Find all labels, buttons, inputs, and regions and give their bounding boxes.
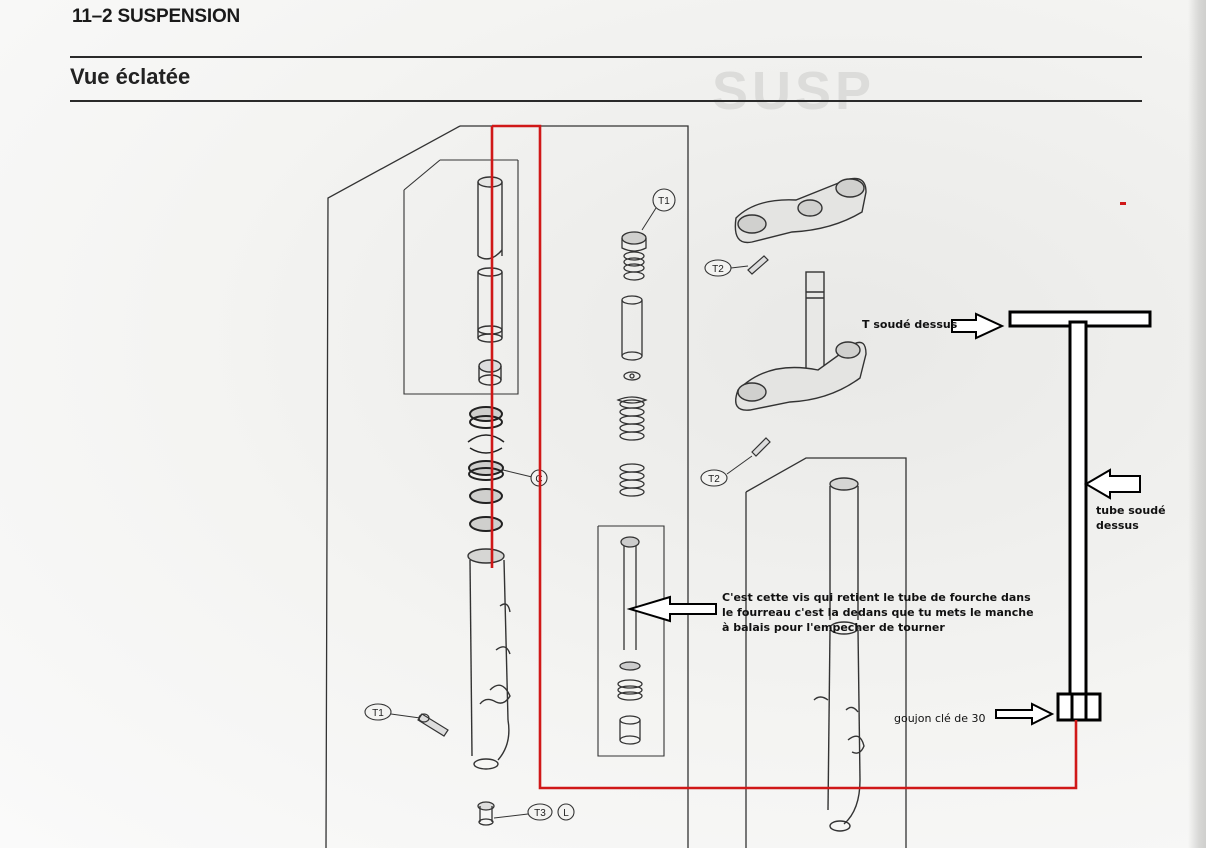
t1-spring-label-circle xyxy=(652,188,676,212)
screw-note-line-3: à balais pour l'empecher de tourner xyxy=(722,621,945,634)
damper-rod xyxy=(617,536,643,745)
page-edge-shadow xyxy=(1188,0,1206,848)
t1-lower-label-oval xyxy=(364,703,392,721)
damper-rod-box xyxy=(597,525,665,757)
screw-note-line-2: le fourreau c'est la dedans que tu mets … xyxy=(722,606,1034,619)
t3-label-oval xyxy=(527,803,553,821)
t1-lower-label: T1 xyxy=(372,708,384,719)
l-label-circle xyxy=(557,803,575,821)
fork-outer-slider-right xyxy=(813,477,865,832)
t-welded-annotation: T soudé dessus xyxy=(862,318,958,331)
arrow-stud xyxy=(995,702,1055,726)
header-rule-top xyxy=(70,56,1142,58)
stud-annotation: goujon clé de 30 xyxy=(894,712,986,725)
damper-parts-column xyxy=(616,231,648,497)
screw-note-line-1: C'est cette vis qui retient le tube de f… xyxy=(722,591,1031,604)
bottom-bolt xyxy=(477,801,495,826)
top-triple-clamp xyxy=(734,177,867,244)
main-panel-outline xyxy=(460,125,689,848)
l-label: L xyxy=(563,808,569,819)
show-through-text: SUSP xyxy=(712,61,876,121)
t-handle-tool xyxy=(1008,310,1152,722)
tube-welded-annotation: tube soudé dessus xyxy=(1096,504,1166,532)
inner-tube-box xyxy=(403,160,519,395)
arrow-t-welded xyxy=(951,312,1005,340)
fork-inner-tube xyxy=(477,176,503,386)
t2-bottom-label-oval xyxy=(700,469,728,487)
arrow-screw-note xyxy=(626,595,717,623)
red-tool-path xyxy=(490,124,1078,790)
page-title: Vue éclatée xyxy=(70,64,191,89)
header-rule-bottom xyxy=(70,100,1142,102)
drain-screw xyxy=(417,713,449,737)
tool-tube xyxy=(1068,320,1088,696)
main-panel-left-edge xyxy=(325,125,461,848)
lower-clamp-bolt xyxy=(751,437,771,457)
fork-outer-slider-left xyxy=(467,548,511,770)
stud-nut xyxy=(1056,692,1102,722)
section-header: 11–2 SUSPENSION xyxy=(72,6,241,27)
arrow-tube-welded xyxy=(1084,468,1141,500)
t2-bottom-label: T2 xyxy=(708,474,720,485)
t2-top-label: T2 xyxy=(712,264,724,275)
seal-ring-stack xyxy=(467,406,505,532)
top-clamp-bolt xyxy=(747,255,769,275)
t1-spring-label: T1 xyxy=(658,196,670,207)
steering-stem-lower-clamp xyxy=(735,271,867,411)
t3-label: T3 xyxy=(534,808,546,819)
red-speck xyxy=(1120,202,1126,205)
arrows xyxy=(626,312,1141,726)
right-panel-outline xyxy=(745,457,907,848)
